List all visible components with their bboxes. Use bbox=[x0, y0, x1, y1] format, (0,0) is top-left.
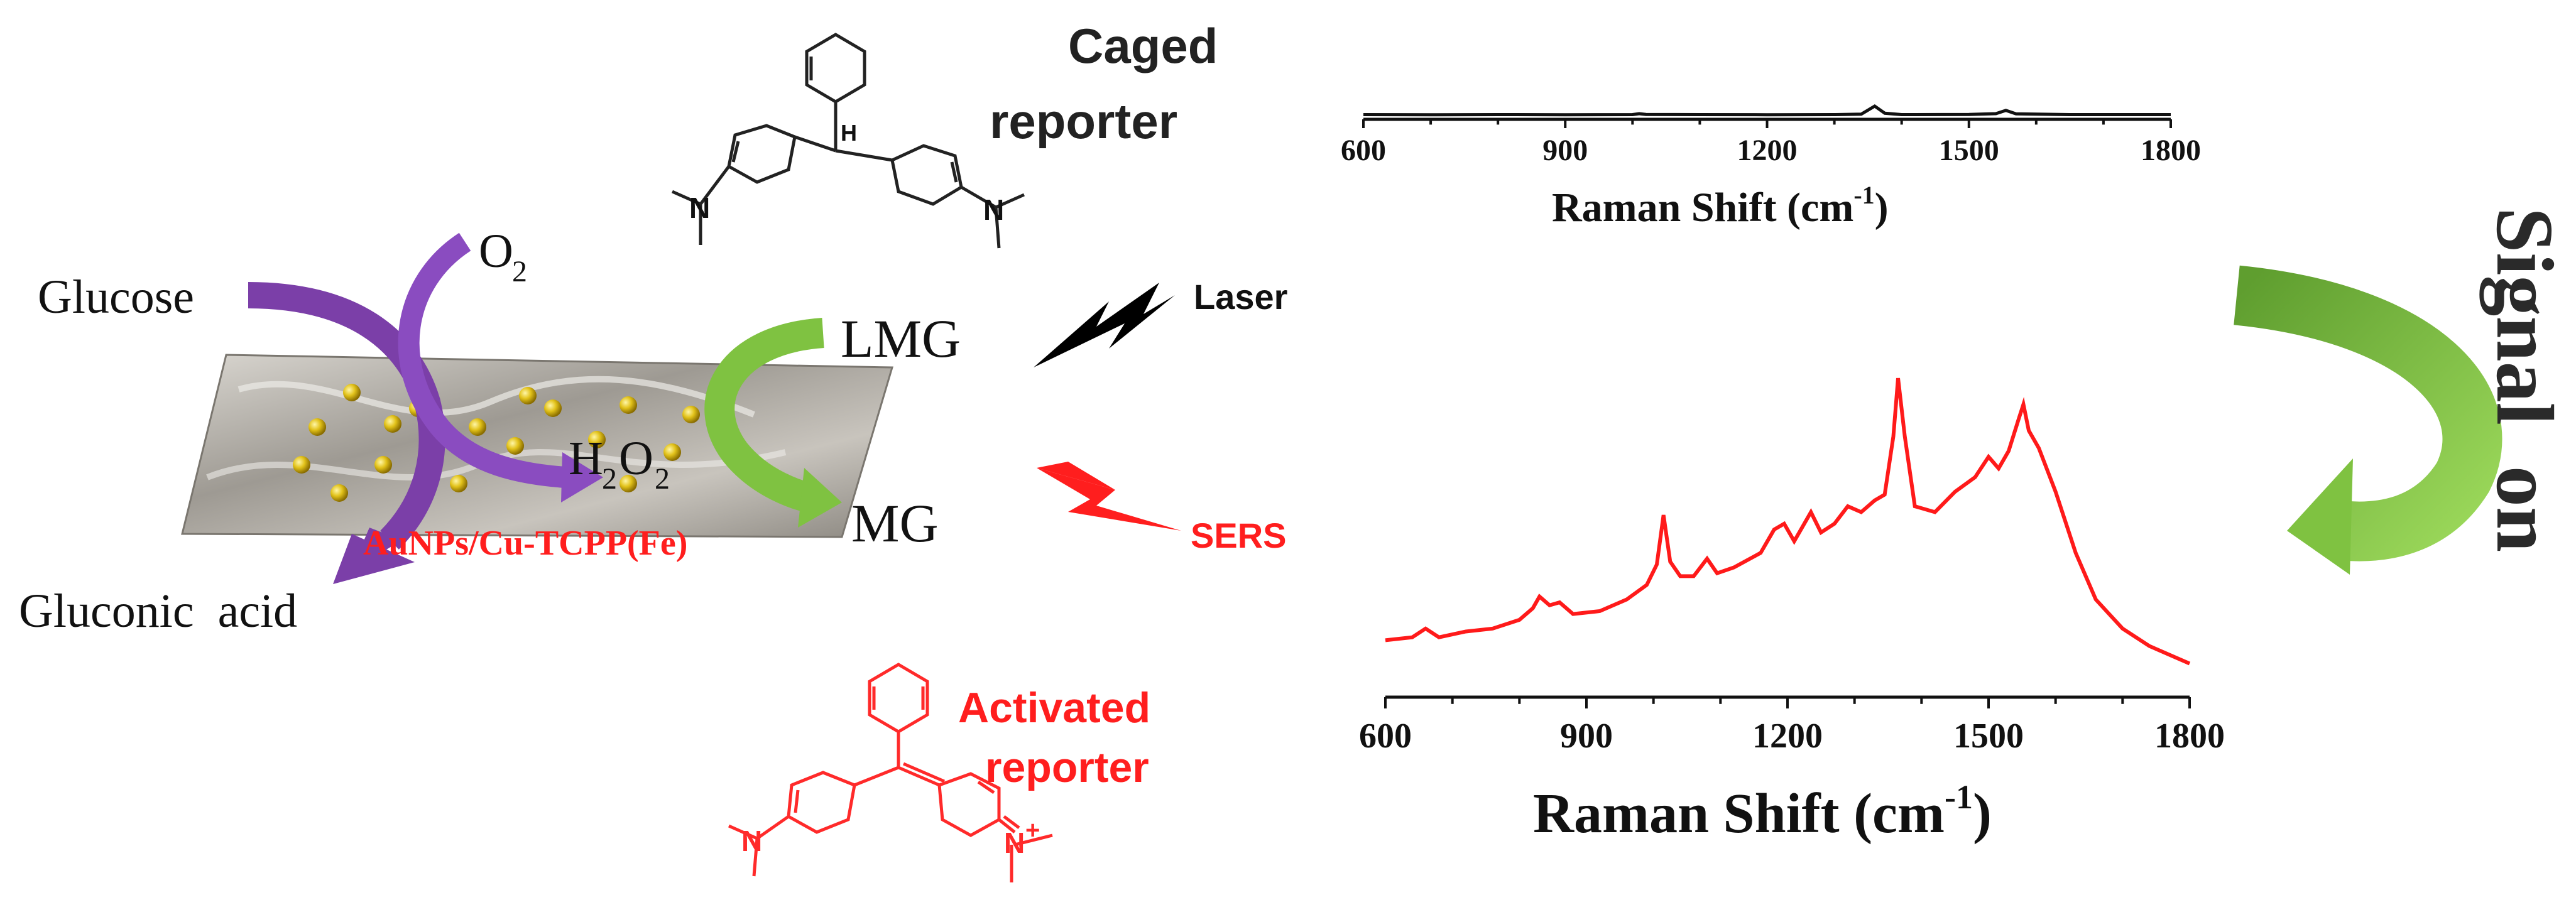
h2o2-h: H bbox=[569, 432, 603, 485]
x-tick-label: 1800 bbox=[2154, 717, 2225, 756]
glucose-label: Glucose bbox=[38, 271, 194, 323]
top-x-label: Raman Shift (cm-1) bbox=[1552, 181, 1889, 230]
caged-title-line2: reporter bbox=[990, 94, 1177, 149]
signal-on-label: Signal on bbox=[2479, 207, 2570, 552]
h2o2-sub2: 2 bbox=[655, 462, 670, 496]
o2-arrow bbox=[398, 232, 603, 502]
top-tick-labels: 600 900 1200 1500 1800 bbox=[1341, 134, 2201, 167]
top-ticks bbox=[1362, 119, 2172, 128]
x-tick-label: 600 bbox=[1341, 134, 1386, 167]
catalyst-label: AuNPs/Cu-TCPP(Fe) bbox=[363, 524, 687, 563]
caged-n-left: N bbox=[689, 192, 710, 224]
o2-subscript: 2 bbox=[512, 255, 527, 288]
top-series-line bbox=[1363, 104, 2171, 117]
signal-on-arrow bbox=[2234, 265, 2502, 575]
activated-charge: + bbox=[1025, 816, 1040, 844]
h2o2-sub1: 2 bbox=[602, 462, 617, 496]
x-tick-label: 900 bbox=[1560, 717, 1613, 756]
laser-bolt-icon bbox=[1034, 283, 1175, 367]
x-tick-label: 1800 bbox=[2141, 134, 2201, 167]
lmg-label: LMG bbox=[841, 308, 961, 369]
activated-title-line1: Activated bbox=[958, 684, 1150, 732]
x-tick-label: 600 bbox=[1359, 717, 1412, 756]
nanosheet-catalyst bbox=[181, 354, 893, 538]
bottom-series-line bbox=[1385, 377, 2191, 666]
activated-title-line2: reporter bbox=[985, 744, 1149, 791]
caged-title-line1: Caged bbox=[1068, 18, 1218, 73]
sers-bolt-icon bbox=[1037, 462, 1181, 531]
sers-label: SERS bbox=[1191, 516, 1287, 555]
top-spectrum-chart: 600 900 1200 1500 1800 Raman Shift (cm-1) bbox=[1341, 104, 2201, 230]
lmg-to-mg-arrow bbox=[704, 318, 842, 528]
x-tick-label: 1200 bbox=[1737, 134, 1798, 167]
x-tick-label: 1200 bbox=[1752, 717, 1823, 756]
x-tick-label: 1500 bbox=[1953, 717, 2024, 756]
caged-h-label: H bbox=[841, 120, 857, 146]
x-tick-label: 1500 bbox=[1939, 134, 1999, 167]
activated-n-right: N bbox=[1004, 827, 1025, 859]
mg-label: MG bbox=[851, 493, 939, 553]
caged-reporter-structure bbox=[671, 33, 1025, 249]
activated-n-left: N bbox=[741, 825, 762, 857]
bottom-tick-labels: 600 900 1200 1500 1800 bbox=[1359, 717, 2225, 756]
activated-reporter-structure bbox=[728, 663, 1053, 882]
laser-label: Laser bbox=[1194, 277, 1287, 317]
o2-label: O bbox=[479, 225, 513, 278]
caged-n-right: N bbox=[983, 193, 1004, 226]
gluconic-acid-label: Gluconic acid bbox=[19, 585, 297, 637]
bottom-spectrum-chart: 600 900 1200 1500 1800 Raman Shift (cm-1) bbox=[1359, 377, 2225, 845]
bottom-x-label: Raman Shift (cm-1) bbox=[1533, 778, 1992, 845]
h2o2-o: O bbox=[619, 432, 653, 485]
x-tick-label: 900 bbox=[1542, 134, 1588, 167]
bottom-ticks bbox=[1384, 697, 2191, 708]
